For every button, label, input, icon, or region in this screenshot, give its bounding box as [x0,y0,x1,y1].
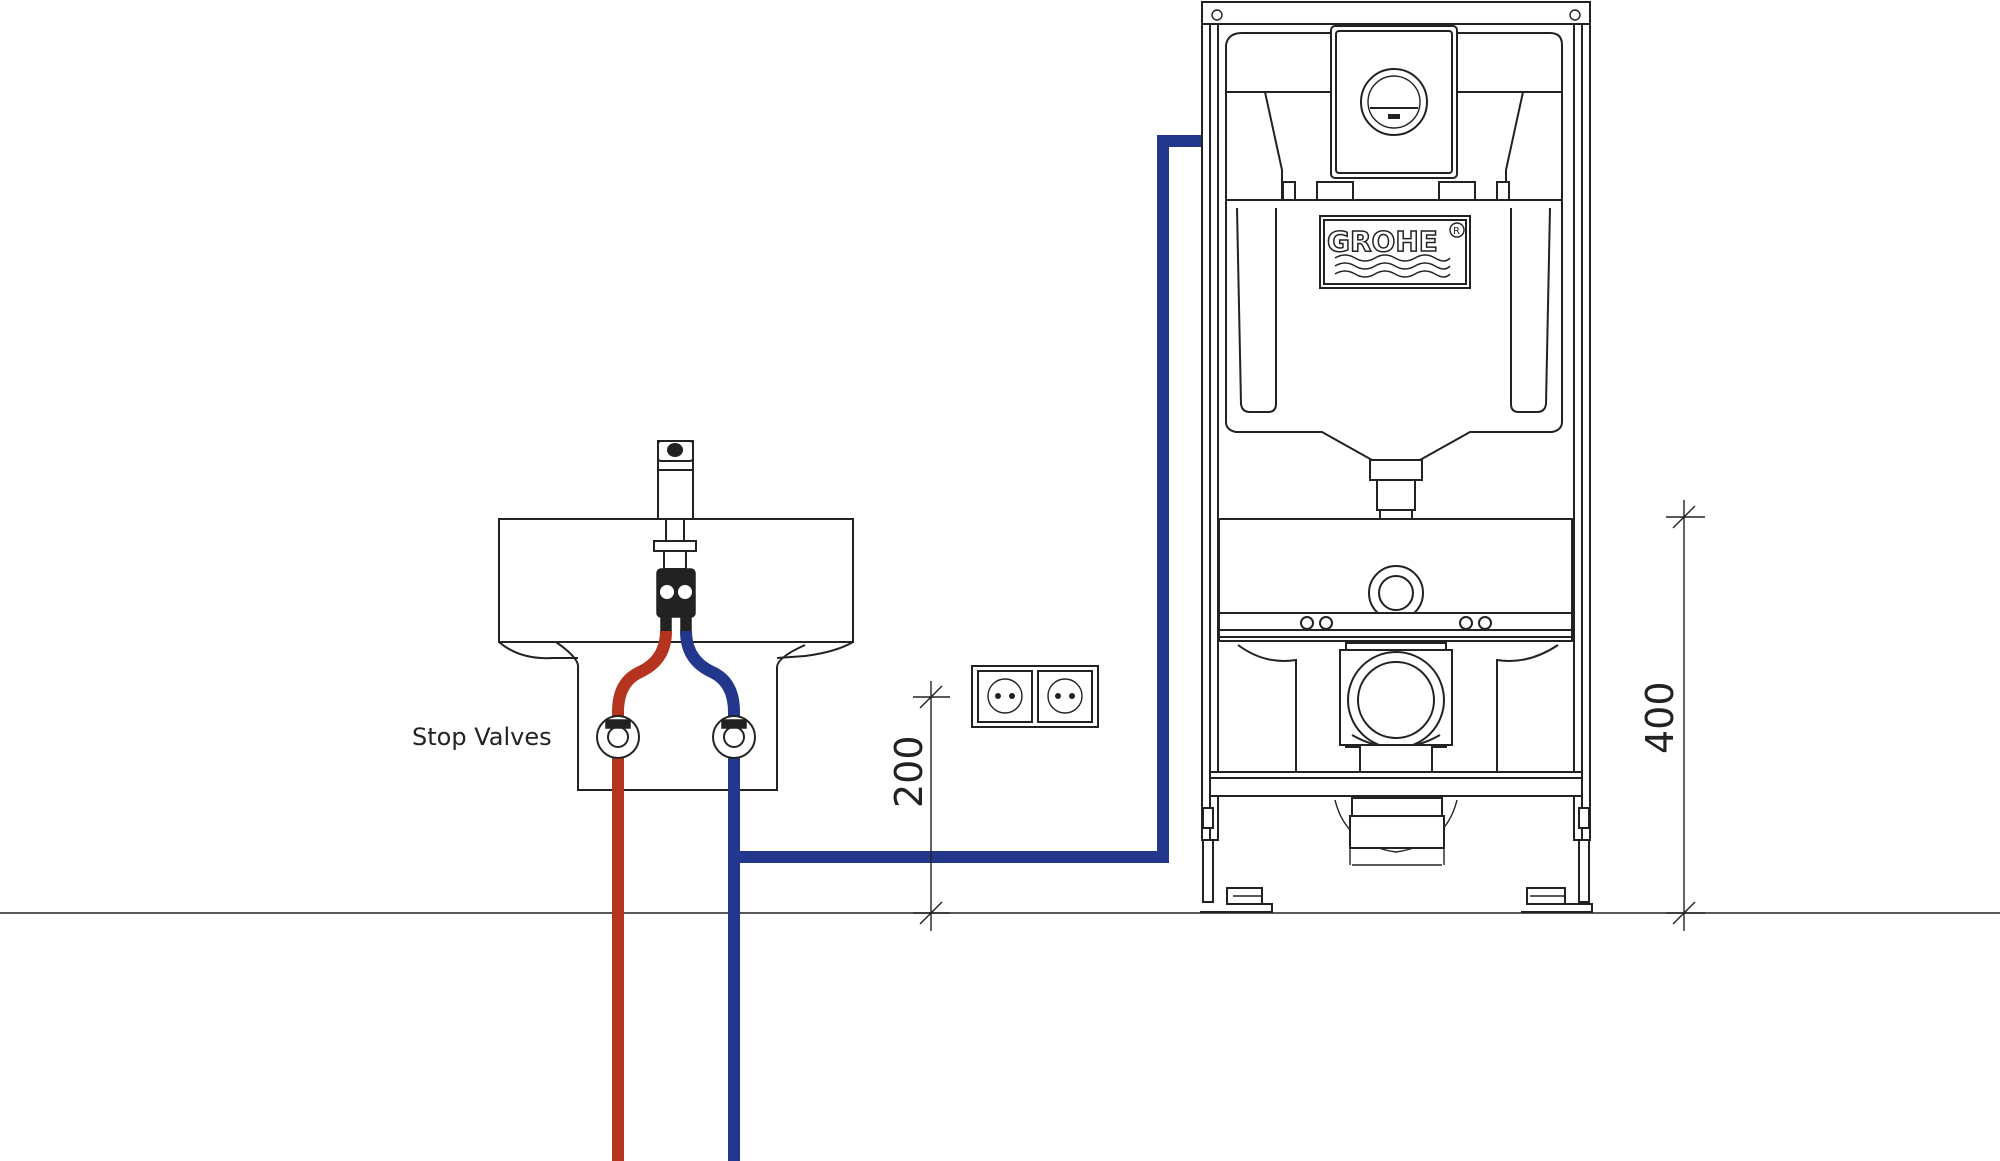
stop-valves-label: Stop Valves [412,723,552,751]
mounting-crossbar [1218,518,1573,642]
registered-mark: R [1453,226,1460,237]
stop-valve-cold [712,715,756,759]
dimension-400: 400 [1638,500,1705,931]
mixer-valve [653,518,697,632]
dimension-200-label: 200 [887,735,931,808]
hot-water-pipe [612,630,672,1161]
drain-outlet [1209,642,1583,866]
electrical-sockets [971,665,1099,728]
cold-water-pipe-basin [680,630,740,1161]
brand-logo: GROHE [1327,225,1438,258]
stop-valve-hot [596,715,640,759]
faucet [657,440,694,520]
brand-plate: GROHE R [1319,215,1471,289]
flush-plate [1330,25,1458,179]
wc-installation-frame [1200,1,1593,913]
cold-water-pipe-cistern [734,135,1202,863]
dimension-200: 200 [887,681,950,931]
dimension-400-label: 400 [1638,681,1682,754]
